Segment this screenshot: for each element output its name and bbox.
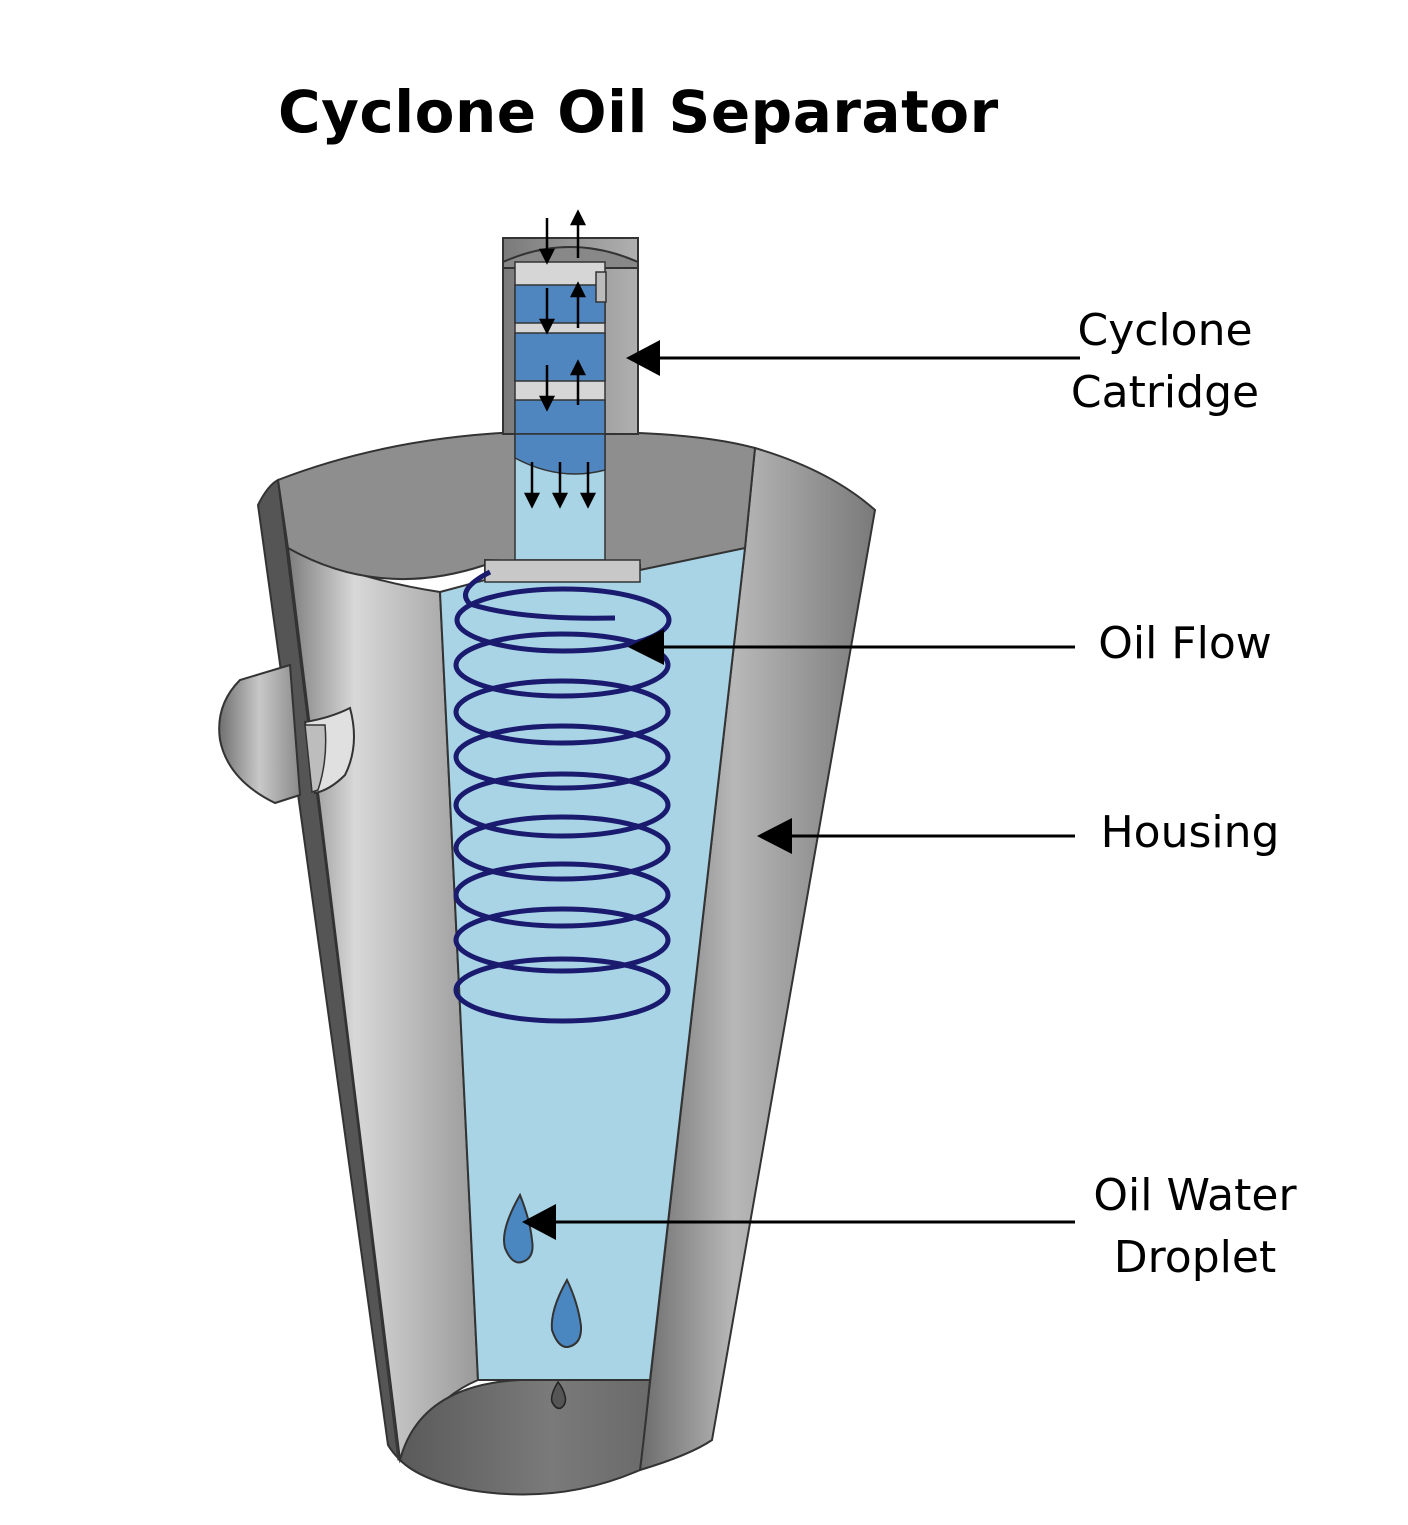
label-cyclone-cartridge-line1: Cyclone bbox=[1077, 305, 1253, 356]
cartridge-band-1 bbox=[514, 284, 606, 324]
label-oil-flow: Oil Flow bbox=[1098, 618, 1272, 669]
flow-arrows bbox=[523, 209, 597, 509]
cartridge-band-3 bbox=[514, 399, 606, 435]
spiral-entry bbox=[463, 569, 616, 621]
cartridge-arrowhead bbox=[626, 340, 660, 376]
label-oil-water-droplet-line1: Oil Water bbox=[1093, 1170, 1297, 1221]
flow-arrow-head bbox=[538, 318, 556, 335]
oilflow-arrowhead bbox=[628, 629, 664, 665]
label-housing: Housing bbox=[1100, 807, 1280, 858]
cartridge-collar bbox=[484, 559, 641, 583]
spiral-coil bbox=[453, 631, 671, 699]
flow-arrow-head bbox=[523, 492, 541, 509]
droplet-1 bbox=[503, 1192, 534, 1264]
cartridge-lower-band bbox=[514, 433, 606, 475]
droplet-3 bbox=[550, 1380, 567, 1410]
flow-arrow-head bbox=[569, 281, 587, 298]
callouts bbox=[522, 340, 1080, 1240]
inlet-pipe bbox=[218, 663, 355, 805]
spiral-coil bbox=[453, 861, 671, 929]
droplet-arrowhead bbox=[522, 1204, 556, 1240]
spiral-coil bbox=[453, 956, 671, 1024]
spiral-coil bbox=[453, 771, 671, 839]
label-cyclone-cartridge: Cyclone Catridge bbox=[1040, 300, 1290, 424]
spiral-coil bbox=[453, 723, 671, 791]
spiral-coil bbox=[454, 586, 672, 654]
housing-bottom-opening bbox=[398, 1379, 652, 1496]
spiral-coil bbox=[453, 814, 671, 882]
label-cyclone-cartridge-line2: Catridge bbox=[1070, 367, 1260, 418]
spiral-coil bbox=[453, 906, 671, 974]
label-oil-water-droplet: Oil Water Droplet bbox=[1070, 1165, 1320, 1289]
flow-arrow-head bbox=[538, 395, 556, 412]
spiral-coil bbox=[453, 678, 671, 746]
label-oil-water-droplet-line2: Droplet bbox=[1113, 1232, 1277, 1283]
flow-arrow-head bbox=[551, 492, 569, 509]
flow-arrow-head bbox=[569, 359, 587, 376]
inlet-opening-inner bbox=[304, 724, 327, 794]
flow-arrow-head bbox=[569, 209, 587, 226]
flow-arrow-head bbox=[579, 492, 597, 509]
oil-flow-spiral bbox=[453, 569, 672, 1024]
droplet-2 bbox=[550, 1277, 583, 1349]
droplets bbox=[503, 1192, 583, 1410]
housing-arrowhead bbox=[757, 818, 792, 854]
housing-right-wall bbox=[638, 446, 877, 1472]
inlet-body bbox=[218, 663, 302, 805]
cartridge-band-2 bbox=[514, 332, 606, 382]
diagram-title: Cyclone Oil Separator bbox=[278, 78, 999, 146]
flow-arrow-head bbox=[538, 248, 556, 265]
cartridge-notch bbox=[595, 271, 607, 303]
